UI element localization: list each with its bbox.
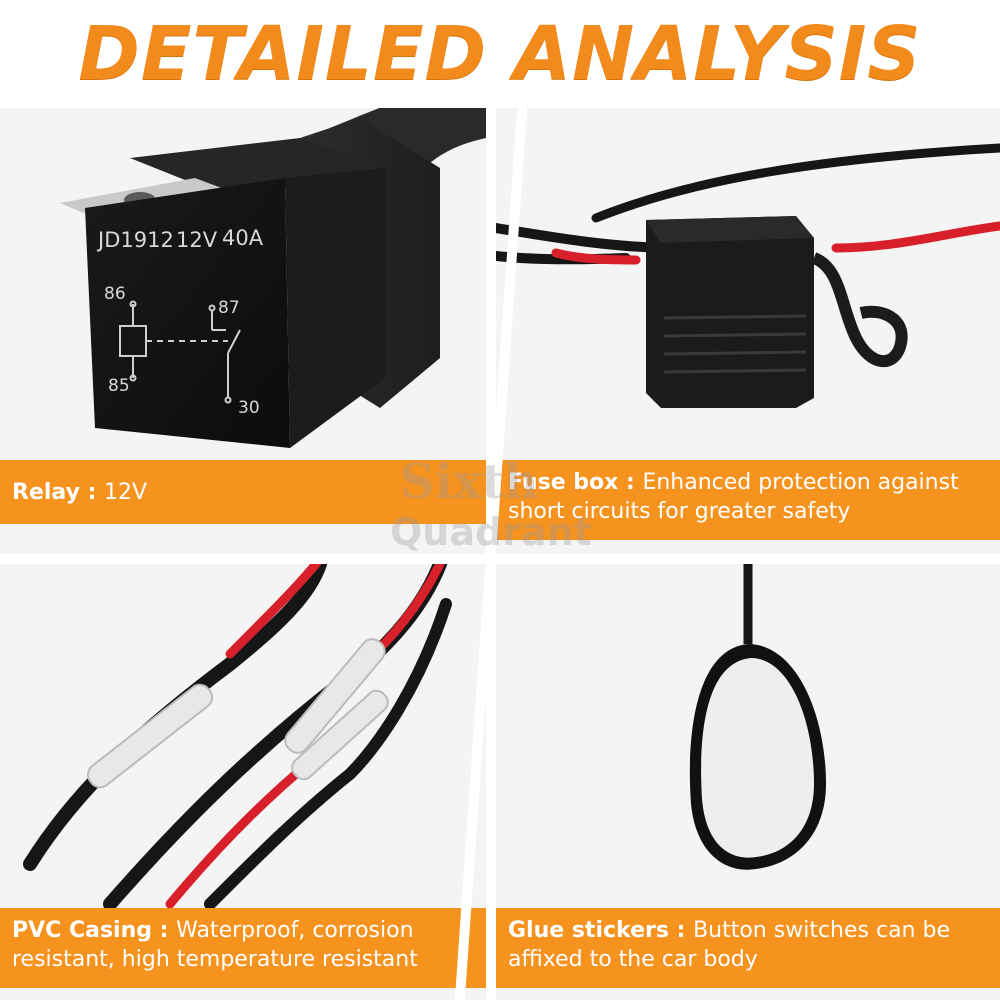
relay-current-text: 40A (222, 226, 264, 250)
relay-pin-85: 85 (108, 376, 130, 396)
pvc-casing-panel: PVC Casing : Waterproof, corrosion resis… (0, 564, 486, 1000)
glue-sticker-caption: Glue stickers : Button switches can be a… (496, 908, 1000, 988)
relay-voltage-text: 12V (176, 228, 218, 252)
relay-panel: JD1912 12V 40A 86 85 87 30 Relay : 12V (0, 108, 486, 554)
pvc-casing-illustration (23, 564, 452, 911)
relay-pin-87: 87 (218, 298, 240, 318)
fuse-box-caption: Fuse box : Enhanced protection against s… (496, 460, 1000, 540)
pvc-wire-black-1 (23, 564, 327, 871)
glue-sticker-caption-text: Button switches can be affixed to the ca… (508, 918, 950, 972)
pvc-casing-caption: PVC Casing : Waterproof, corrosion resis… (0, 908, 486, 988)
fuse-wire-black-top (591, 143, 1000, 223)
fuse-box-caption-text: Enhanced protection against short circui… (508, 470, 959, 524)
pvc-connectors (86, 638, 389, 789)
fuse-box-panel: Fuse box : Enhanced protection against s… (496, 108, 1000, 554)
relay-pin-86: 86 (104, 284, 126, 304)
relay-caption-title: Relay : (12, 479, 105, 505)
horizontal-divider (0, 554, 1000, 564)
fuse-wire-red-left (551, 248, 641, 265)
fuse-cap-strap (811, 252, 908, 368)
fuse-holder (646, 216, 814, 408)
pvc-casing-caption-title: PVC Casing : (12, 918, 177, 943)
fuse-wire-red-right (831, 221, 1000, 253)
relay-pin-30: 30 (238, 398, 260, 418)
glue-sticker-panel: Glue stickers : Button switches can be a… (496, 564, 1000, 1000)
relay-caption: Relay : 12V (0, 460, 486, 524)
fuse-box-caption-title: Fuse box : (508, 470, 643, 495)
glue-sticker-caption-title: Glue stickers : (508, 918, 694, 943)
pvc-casing-caption-text: Waterproof, corrosion resistant, high te… (12, 918, 418, 972)
glue-sticker-illustration (689, 564, 826, 870)
relay-face (85, 178, 290, 448)
glue-sticker (701, 658, 814, 858)
relay-caption-text: 12V (104, 479, 148, 505)
relay-schematic (119, 300, 241, 404)
page-headline: DETAILED ANALYSIS (78, 11, 922, 97)
relay-illustration (60, 108, 486, 448)
relay-model-text: JD1912 (98, 228, 174, 252)
